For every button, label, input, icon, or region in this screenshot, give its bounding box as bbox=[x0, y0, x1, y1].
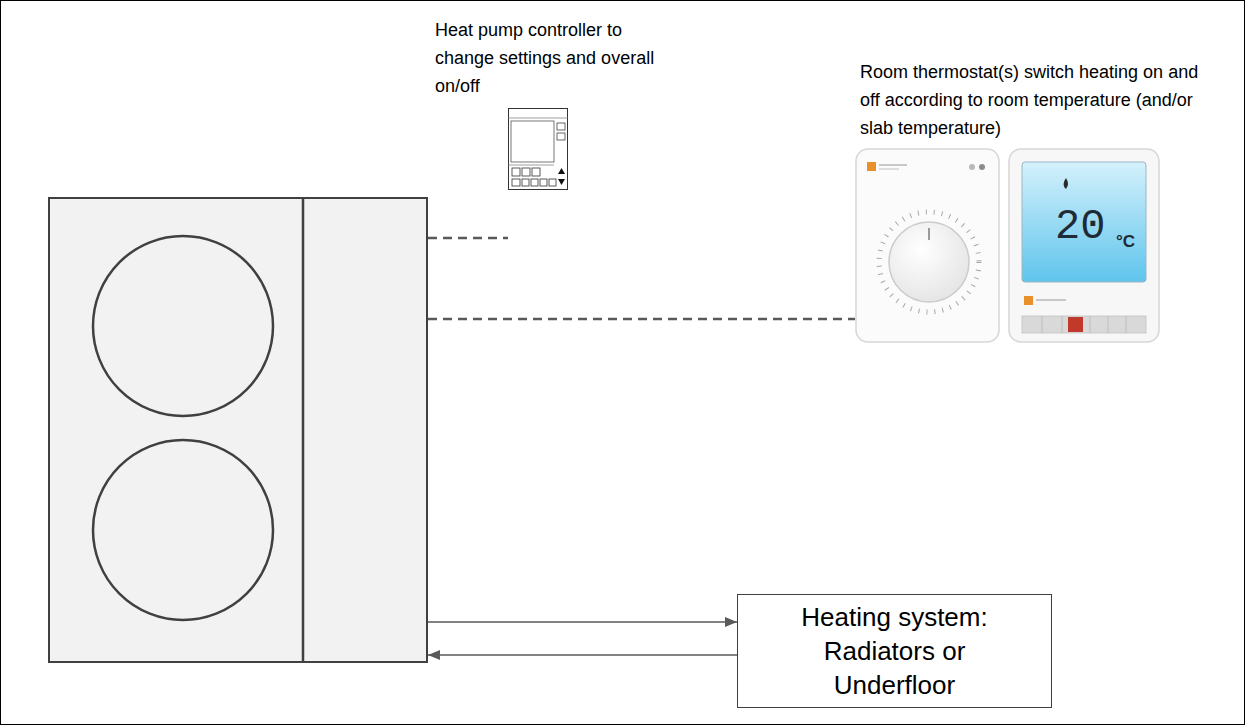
lcd-screen bbox=[1022, 162, 1146, 282]
controller-screen bbox=[511, 121, 554, 162]
logo-mark bbox=[867, 162, 876, 171]
flame-icon bbox=[1064, 178, 1069, 189]
controller-key bbox=[540, 179, 547, 186]
controller-key bbox=[531, 179, 538, 186]
dial-thermostat bbox=[856, 149, 999, 342]
controller: Heat pump controller to change settings … bbox=[508, 108, 568, 190]
button-gap bbox=[1062, 316, 1063, 333]
fan-circle bbox=[93, 236, 273, 416]
thermostat-body bbox=[1009, 149, 1159, 342]
heat-pump-unit bbox=[48, 197, 428, 663]
heating-system-box: Heating system: Radiators or Underfloor bbox=[737, 594, 1052, 708]
button-strip bbox=[1022, 316, 1146, 333]
dial-ticks bbox=[879, 212, 979, 312]
flow-arrow bbox=[428, 654, 737, 656]
caption-text: Room thermostat(s) switch heating on and… bbox=[860, 58, 1205, 142]
dial-knob bbox=[889, 222, 969, 302]
logo-bar bbox=[879, 168, 899, 170]
controller-icon bbox=[508, 109, 568, 190]
controller-key bbox=[512, 168, 520, 176]
controller-key bbox=[512, 179, 520, 186]
controller-rule bbox=[508, 165, 554, 166]
fan-circle bbox=[93, 440, 273, 620]
red-button bbox=[1068, 317, 1083, 332]
room-thermostats: Room thermostat(s) switch heating on and… bbox=[855, 148, 1160, 343]
unit-fill bbox=[48, 197, 428, 663]
button-gap bbox=[1108, 316, 1109, 333]
up-key bbox=[558, 168, 565, 174]
signal-wire bbox=[428, 237, 508, 240]
heat-pump-unit bbox=[48, 197, 428, 663]
logo-bar bbox=[1036, 299, 1066, 301]
down-key bbox=[558, 179, 565, 185]
indicator-dot bbox=[969, 164, 975, 170]
logo-bar bbox=[879, 164, 907, 166]
controller-key bbox=[557, 133, 565, 140]
unit-divider bbox=[302, 197, 305, 663]
controller-body bbox=[509, 109, 568, 190]
controller-rule bbox=[508, 118, 568, 119]
signal-wire bbox=[428, 318, 855, 321]
box-text: Heating system: Radiators or Underfloor bbox=[775, 600, 1015, 702]
logo-mark bbox=[1024, 296, 1033, 305]
dial-pointer bbox=[928, 228, 930, 240]
flow-arrow bbox=[428, 621, 737, 623]
button-gap bbox=[1126, 316, 1127, 333]
digital-thermostat bbox=[1009, 149, 1159, 342]
controller-key bbox=[532, 168, 540, 176]
controller-key bbox=[557, 123, 565, 130]
controller-key bbox=[522, 179, 529, 186]
indicator-dot bbox=[979, 164, 985, 170]
button-gap bbox=[1042, 316, 1043, 333]
button-gap bbox=[1090, 316, 1091, 333]
display-unit: °C bbox=[1116, 233, 1135, 250]
controller-key bbox=[522, 168, 530, 176]
controller-key bbox=[549, 179, 556, 186]
display-reading: 20 bbox=[1055, 206, 1105, 248]
caption-text: Heat pump controller to change settings … bbox=[435, 16, 660, 100]
thermostat-body bbox=[856, 149, 999, 342]
